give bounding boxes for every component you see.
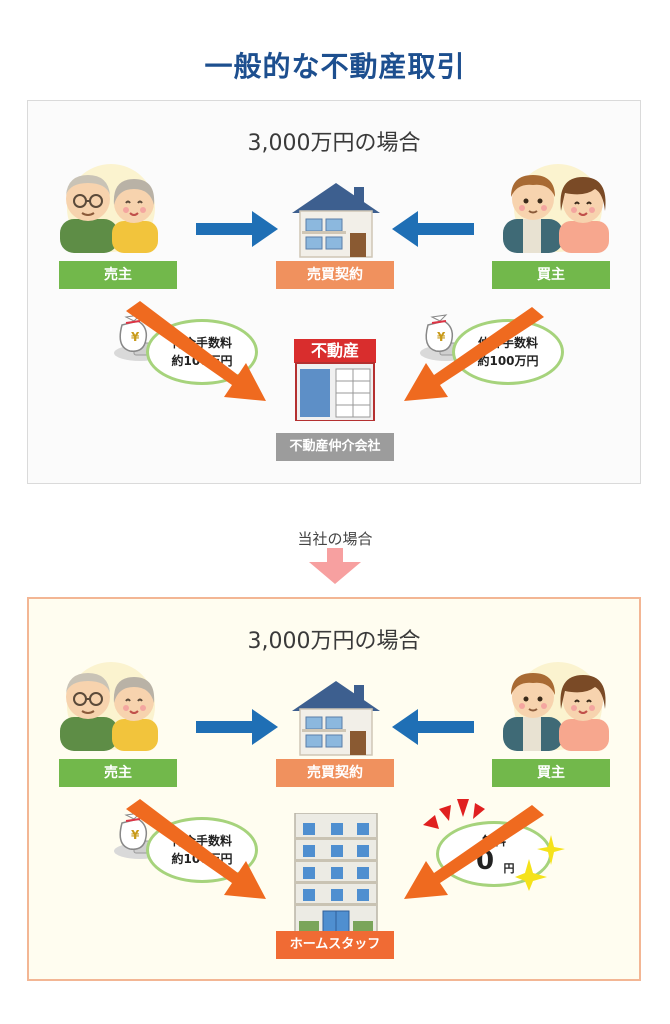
arrow-buyer-fee-to-agent [404, 307, 544, 401]
elderly-couple-icon [46, 661, 176, 751]
down-arrow-icon [309, 548, 361, 584]
page-title: 一般的な不動産取引 [204, 49, 466, 83]
panel-general-transaction: 3,000万円の場合 売主 売買契約 買主 仲介手数料 約100万円 仲介手数料… [27, 100, 641, 484]
arrow-seller-fee-to-company [126, 799, 266, 899]
company-label: ホームスタッフ [276, 931, 394, 959]
apartment-building-icon [294, 813, 378, 933]
free-unit: 円 [503, 862, 515, 875]
scenario-heading: 3,000万円の場合 [247, 629, 421, 654]
house-icon [288, 677, 384, 757]
house-icon [288, 179, 384, 259]
arrow-buyer-free-to-company [404, 805, 544, 899]
buyer-label: 買主 [492, 759, 610, 787]
young-couple-icon [493, 163, 623, 253]
office-sign: 不動産 [310, 341, 359, 360]
fee-amount: 約100万円 [477, 354, 539, 368]
real-estate-office-icon: 不動産 [294, 339, 376, 422]
buyer-label: 買主 [492, 261, 610, 289]
contract-label: 売買契約 [276, 759, 394, 787]
young-couple-icon [493, 661, 623, 751]
panel-our-transaction: 3,000万円の場合 売主 売買契約 買主 仲介手数料 約100万円 無料 0 … [27, 597, 641, 981]
sparkle-icon [515, 835, 565, 891]
scenario-heading: 3,000万円の場合 [247, 131, 421, 156]
arrow-buyer-to-house [392, 211, 474, 247]
arrow-buyer-to-house [392, 709, 474, 745]
seller-label: 売主 [59, 759, 177, 787]
arrow-seller-to-house [196, 211, 278, 247]
arrow-seller-to-house [196, 709, 278, 745]
elderly-couple-icon [46, 163, 176, 253]
divider-label: 当社の場合 [297, 530, 373, 548]
agent-label: 不動産仲介会社 [276, 433, 394, 461]
seller-label: 売主 [59, 261, 177, 289]
contract-label: 売買契約 [276, 261, 394, 289]
burst-icon [423, 799, 485, 829]
arrow-seller-fee-to-agent [126, 301, 266, 401]
